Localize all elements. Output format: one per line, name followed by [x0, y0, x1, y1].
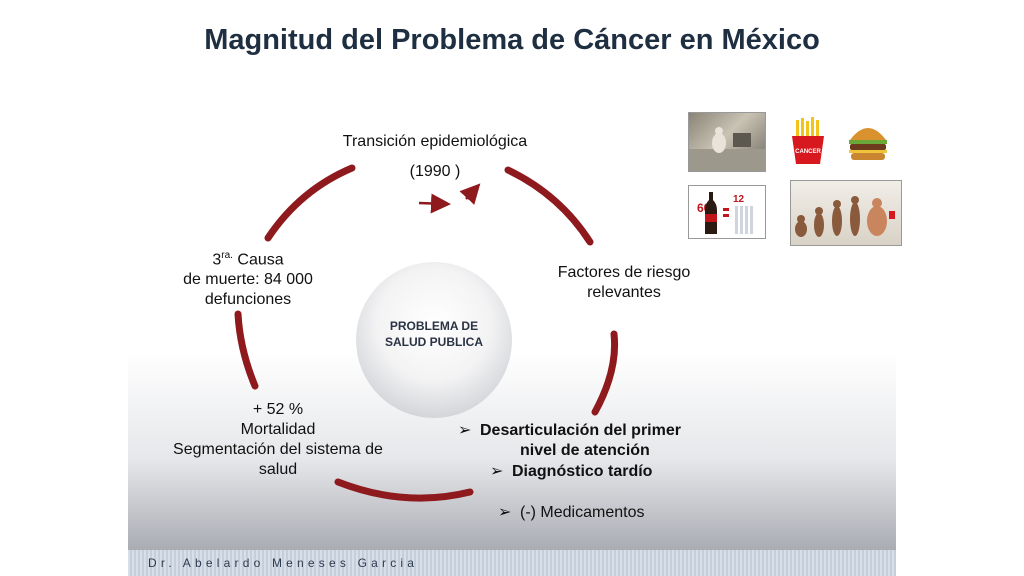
label-causa-sup: ra.: [221, 250, 233, 261]
label-causa: 3ra. Causa de muerte: 84 000 defunciones: [160, 246, 336, 310]
label-causa-rest: Causa: [232, 251, 284, 269]
photo-evolution-image: [790, 180, 902, 246]
label-mortalidad-line4: salud: [258, 461, 298, 478]
label-mortalidad-line3: Segmentación del sistema de: [173, 441, 383, 458]
arc-right: [591, 330, 619, 416]
label-causa-line3: defunciones: [204, 291, 292, 309]
bullet-medicamentos-text: (-) Medicamentos: [520, 504, 645, 521]
arc-top-right: [504, 166, 594, 246]
bullet-medicamentos: ➢ (-) Medicamentos: [498, 503, 644, 523]
bullet-diagnostico: ➢ Diagnóstico tardío: [490, 462, 652, 482]
label-mortalidad-line1: + 52 %: [252, 401, 304, 418]
evolution-figures-icon: [795, 196, 895, 237]
bullet-diagnostico-text: Diagnóstico tardío: [512, 463, 653, 480]
label-causa-num: 3: [212, 251, 222, 269]
photo-street-image: [688, 112, 766, 172]
fries-icon: CANCER: [792, 117, 824, 164]
label-factores-line1: Factores de riesgo: [557, 264, 691, 281]
center-label-line1: PROBLEMA DE: [389, 319, 479, 333]
arc-top-left: [264, 164, 356, 242]
soda-label-12: 12: [733, 194, 745, 205]
label-causa-line2: de muerte: 84 000: [183, 271, 313, 289]
label-transicion: Transición epidemiológica (1990 ): [320, 132, 550, 182]
page-title: Magnitud del Problema de Cáncer en Méxic…: [204, 24, 820, 56]
center-label-line2: SALUD PUBLICA: [385, 335, 483, 349]
bullet-desarticulacion-cont: nivel de atención: [520, 442, 650, 459]
photo-fries-image: CANCER: [788, 116, 828, 166]
photo-burger-image: [846, 116, 890, 166]
burger-icon: [849, 128, 887, 160]
bullet-marker-icon: ➢: [490, 463, 504, 480]
label-factores: Factores de riesgo relevantes: [534, 263, 714, 303]
label-mortalidad: + 52 % Mortalidad Segmentación del siste…: [155, 400, 401, 480]
center-label: PROBLEMA DE SALUD PUBLICA: [366, 318, 502, 350]
arrow-up-right: [459, 183, 481, 205]
soda-bottle-icon: 60 12: [697, 192, 753, 234]
bullet-marker-icon: ➢: [498, 504, 512, 521]
bullet-desarticulacion: ➢ Desarticulación del primer: [458, 421, 681, 441]
label-transicion-line1: Transición epidemiológica: [342, 133, 528, 150]
label-mortalidad-line2: Mortalidad: [240, 421, 316, 438]
label-transicion-year: (1990 ): [409, 163, 461, 180]
fries-label: CANCER: [795, 149, 821, 155]
arc-left: [234, 310, 259, 390]
center-circle: [356, 262, 512, 418]
bullet-marker-icon: ➢: [458, 422, 472, 439]
photo-soda-image: 60 12: [688, 185, 766, 239]
arc-bottom: [334, 478, 474, 502]
bullet-desarticulacion-line1: Desarticulación del primer: [480, 422, 681, 439]
label-factores-line2: relevantes: [587, 284, 661, 301]
street-figure-icon: [689, 127, 765, 171]
footer-author: Dr. Abelardo Meneses Garcia: [148, 556, 419, 570]
footer-bar: Dr. Abelardo Meneses Garcia: [128, 550, 896, 576]
arrow-right: [418, 193, 451, 214]
